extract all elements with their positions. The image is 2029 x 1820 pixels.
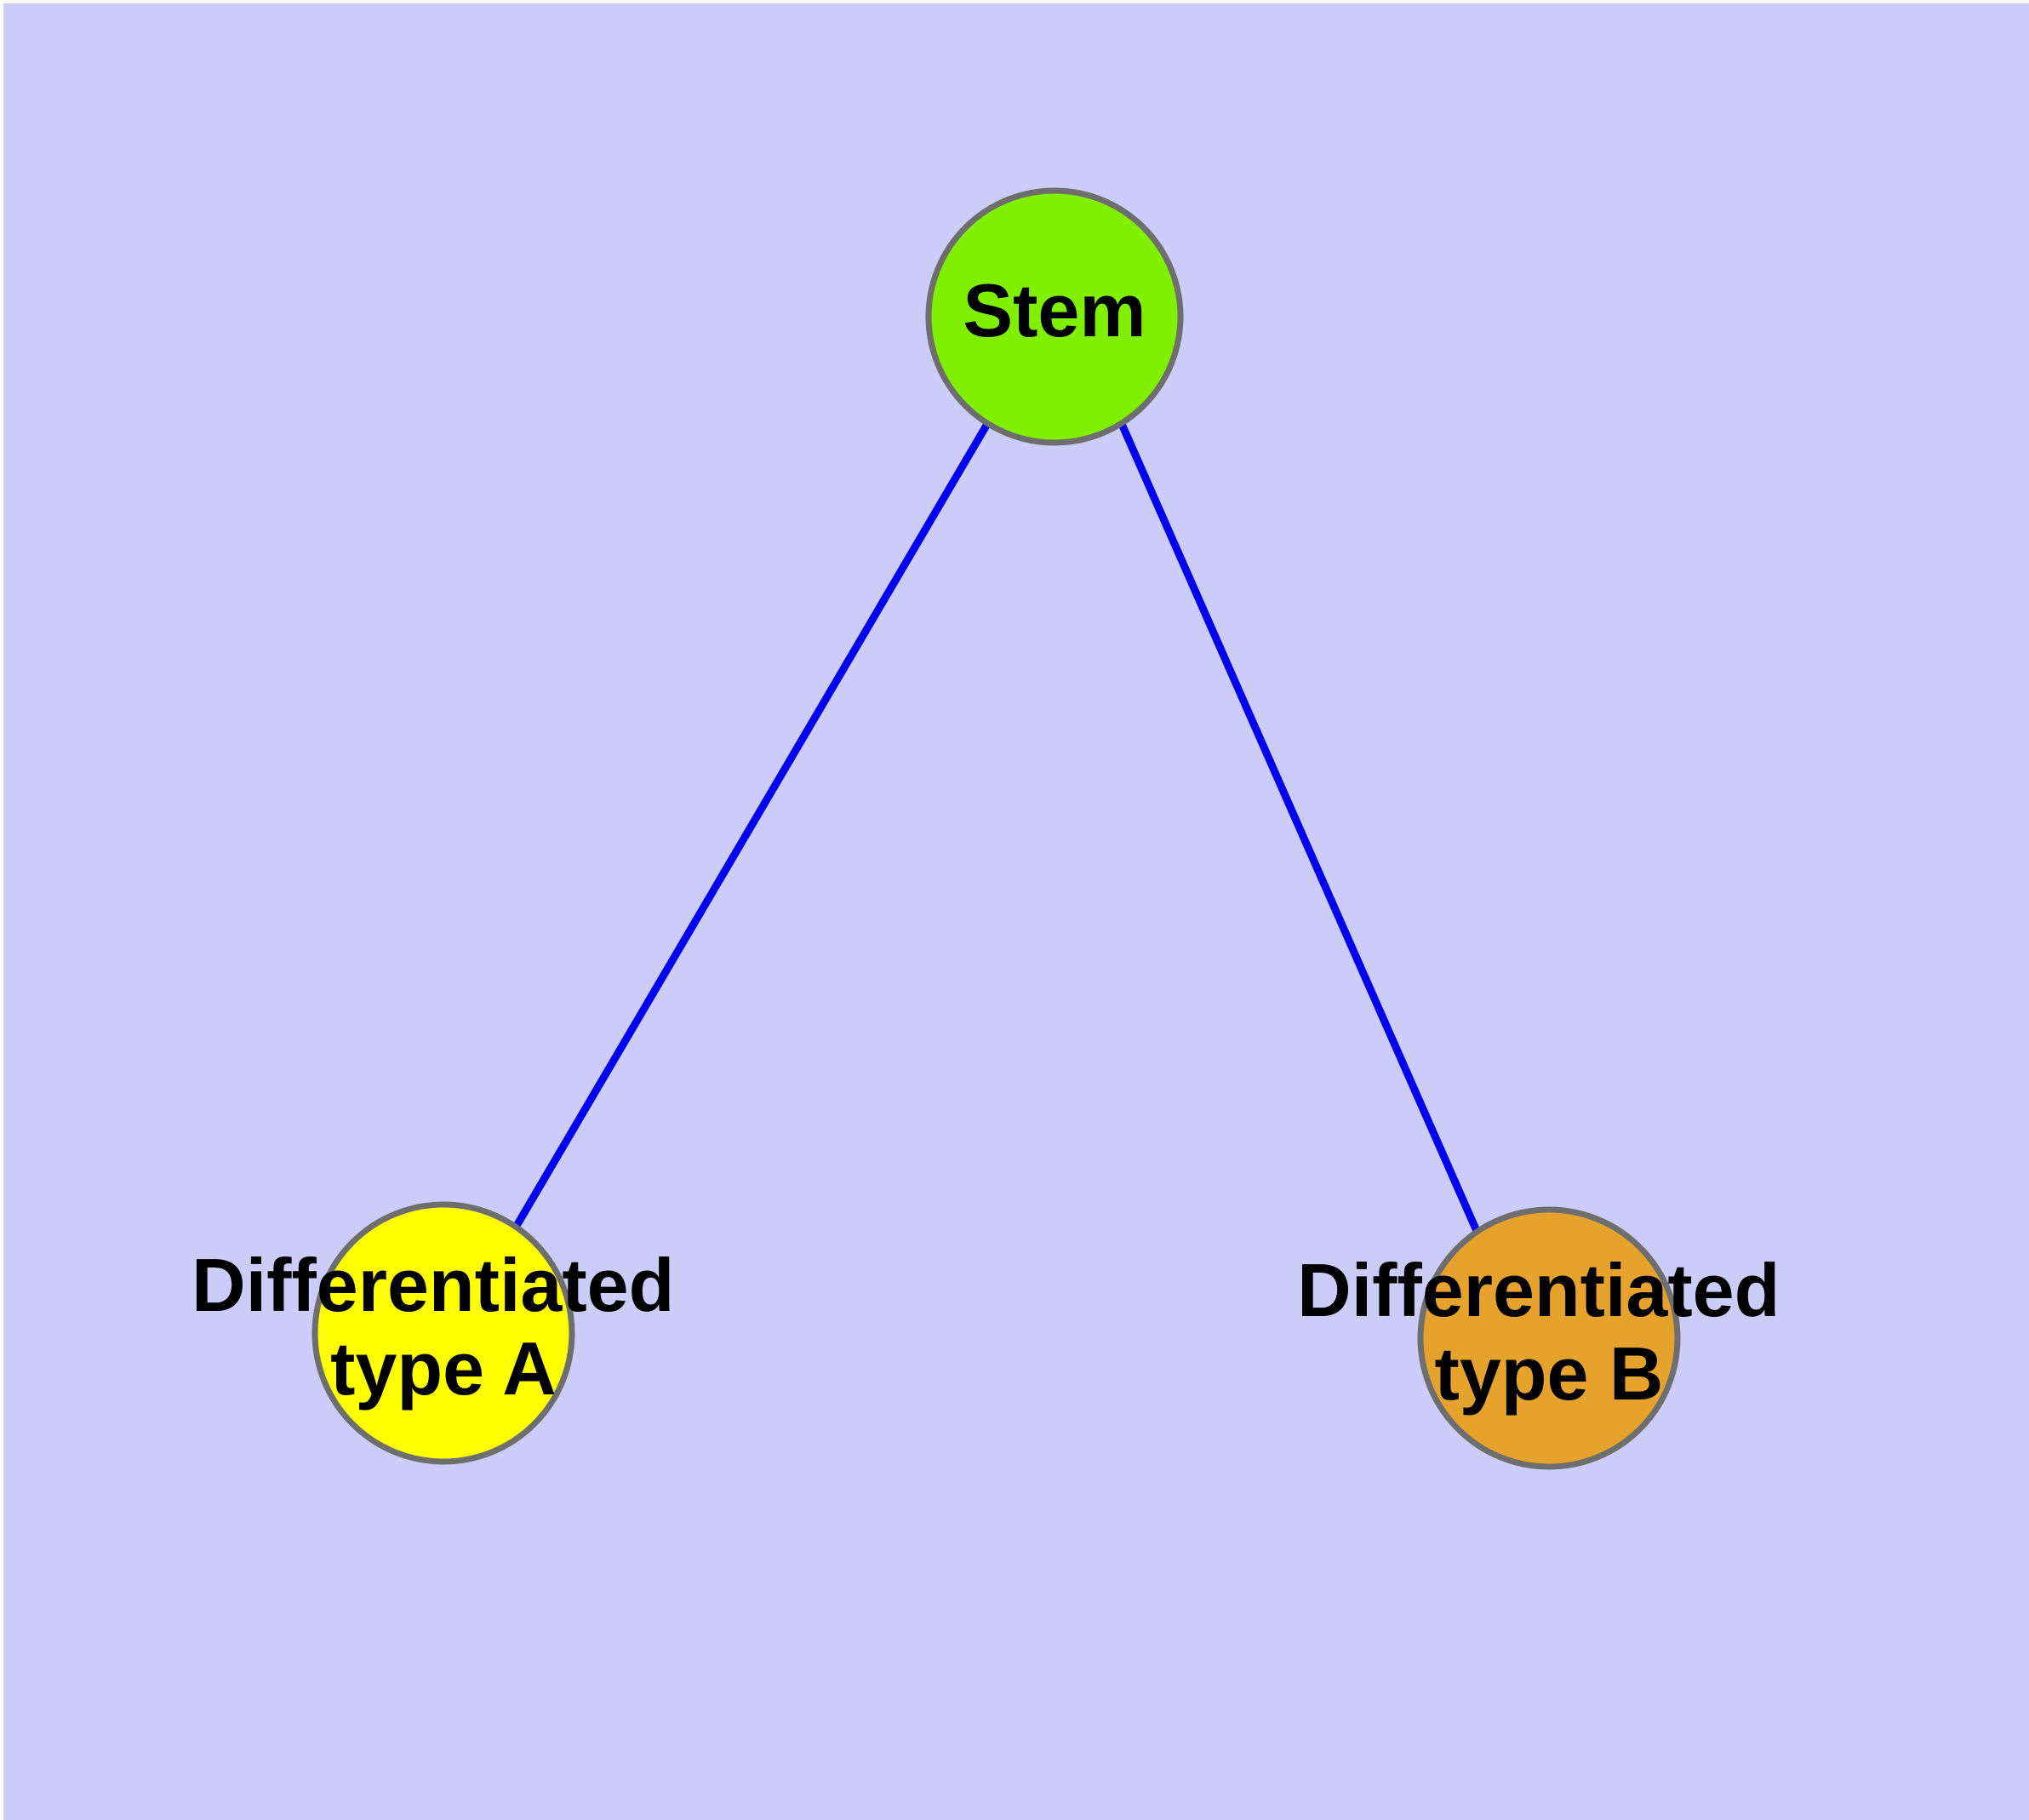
node-label-differentiated-type-b-line-1: Differentiated <box>1297 1248 1780 1332</box>
node-label-differentiated-type-a: Differentiated type A <box>191 1243 695 1411</box>
node-label-stem-line-1: Stem <box>963 268 1146 352</box>
edge-stem-to-differentiated-type-b[interactable] <box>1117 422 1481 1233</box>
node-label-differentiated-type-a-line-1: Differentiated <box>191 1243 674 1327</box>
node-label-differentiated-type-b: Differentiated type B <box>1297 1248 1801 1416</box>
node-differentiated-type-b[interactable] <box>1417 1206 1681 1470</box>
node-layer <box>311 187 1681 1470</box>
node-label-differentiated-type-b-line-2: type B <box>1435 1331 1664 1416</box>
node-stem[interactable] <box>925 187 1184 446</box>
node-circle-differentiated-type-a[interactable] <box>311 1201 575 1465</box>
label-layer: Stem Differentiated type A Differentiate… <box>191 268 1801 1416</box>
edge-stem-to-differentiated-type-a[interactable] <box>513 421 991 1228</box>
node-label-differentiated-type-a-line-2: type A <box>330 1326 557 1411</box>
edge-layer <box>513 421 1481 1233</box>
node-label-stem: Stem <box>963 268 1146 352</box>
node-circle-differentiated-type-b[interactable] <box>1417 1206 1681 1470</box>
node-differentiated-type-a[interactable] <box>311 1201 575 1465</box>
node-circle-stem[interactable] <box>925 187 1184 446</box>
